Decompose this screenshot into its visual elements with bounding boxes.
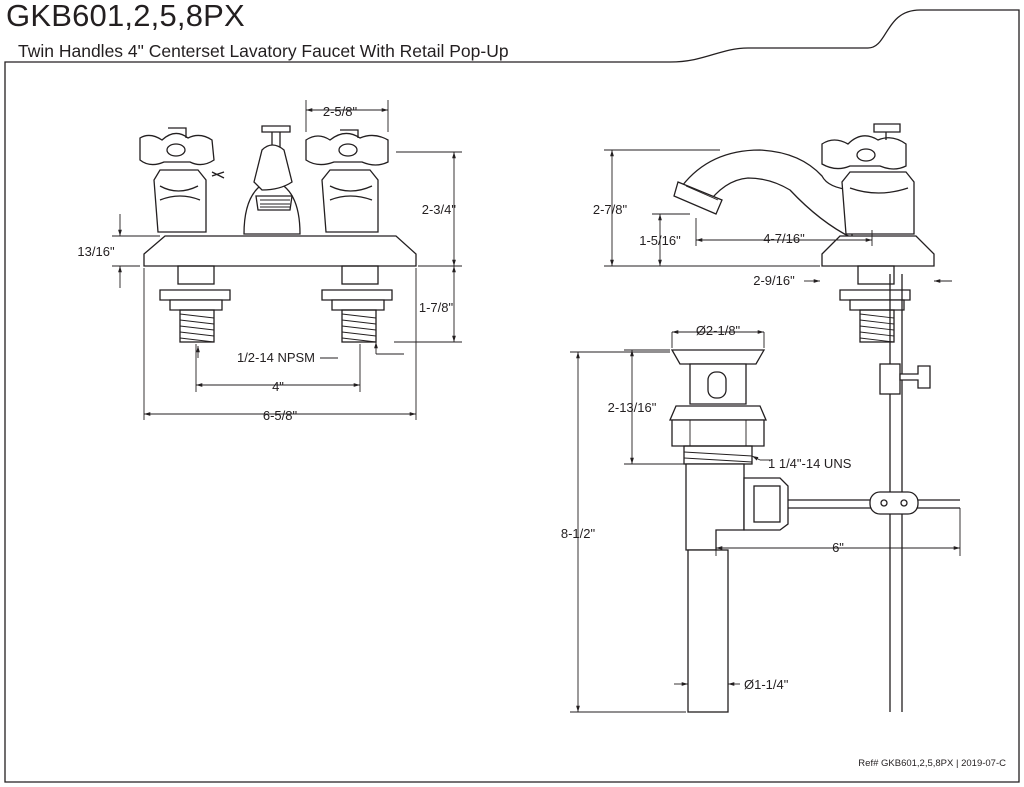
spout-front: [211, 125, 301, 235]
dim-spout-reach: 4-7/16": [763, 231, 805, 246]
dim-overall-width: 6-5/8": [263, 408, 298, 423]
side-view-faucet: [673, 123, 935, 712]
dim-shank-length: 1-7/8": [419, 300, 454, 315]
dim-drain-total-length: 8-1/2": [561, 526, 596, 541]
dim-pivot-rod-length: 6": [832, 540, 844, 555]
faucet-base: [143, 235, 417, 267]
dim-height-side: 2-7/8": [593, 202, 628, 217]
dim-flange-diameter: Ø2-1/8": [696, 323, 741, 338]
front-view-faucet: [139, 125, 417, 343]
model-title: GKB601,2,5,8PX: [6, 0, 245, 33]
dim-base-height: 13/16": [77, 244, 115, 259]
reference-footer: Ref# GKB601,2,5,8PX | 2019-07-C: [858, 758, 1006, 769]
dim-handle-spacing: 2-5/8": [323, 104, 358, 119]
dim-height-front: 2-3/4": [422, 202, 457, 217]
product-description: Twin Handles 4" Centerset Lavatory Fauce…: [18, 41, 509, 61]
right-cross-handle: [305, 129, 389, 233]
dim-drain-thread: 1 1/4"-14 UNS: [768, 456, 852, 471]
dim-thread-front: 1/2-14 NPSM: [237, 350, 315, 365]
dim-drain-body-height: 2-13/16": [608, 400, 657, 415]
right-shank: [321, 265, 393, 343]
front-view-dimensions: 2-5/8" 2-3/4" 13/16" 1-7/8" 1/2-14 NPSM …: [77, 100, 462, 423]
dim-side-depth: 2-9/16": [753, 273, 795, 288]
drain-dimensions: Ø2-1/8" 2-13/16" 1 1/4"-14 UNS 8-1/2" 6"…: [561, 323, 961, 713]
left-cross-handle: [139, 127, 215, 233]
dim-spout-clearance: 1-5/16": [639, 233, 681, 248]
dim-tailpiece-diameter: Ø1-1/4": [744, 677, 789, 692]
side-view-dimensions: 2-7/8" 1-5/16" 4-7/16" 2-9/16": [593, 149, 952, 288]
pop-up-drain: [669, 349, 960, 713]
dim-centers: 4": [272, 379, 284, 394]
title-block-frame: [4, 9, 1020, 783]
left-shank: [159, 265, 231, 343]
